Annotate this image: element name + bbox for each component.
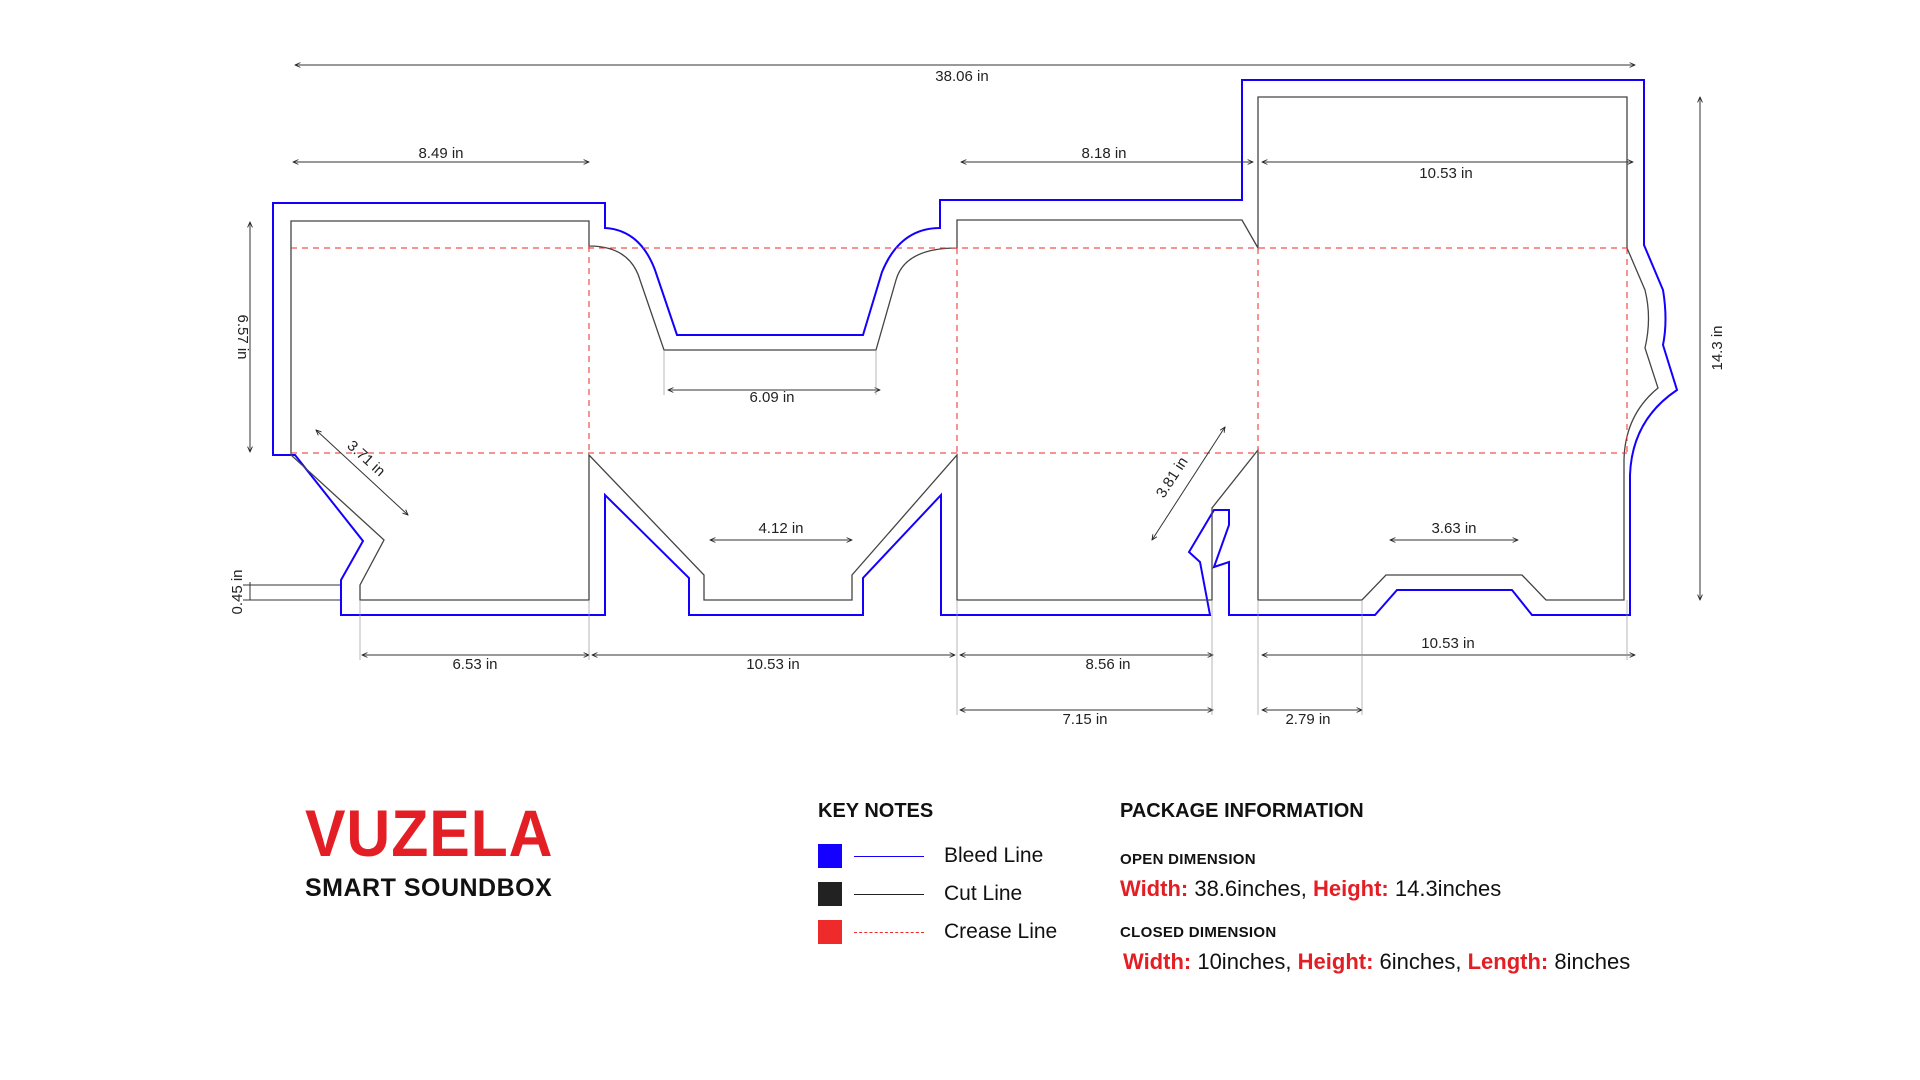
open-dimension-heading: OPEN DIMENSION	[1120, 851, 1256, 868]
open-width-label: Width:	[1120, 876, 1189, 901]
dim-bottom-right: 10.53 in	[1421, 635, 1474, 652]
closed-length-label: Length:	[1467, 949, 1549, 974]
crease-swatch	[818, 920, 842, 944]
dim-total-width: 38.06 in	[935, 68, 988, 85]
key-notes: KEY NOTES Bleed Line Cut Line Crease Lin…	[818, 800, 1057, 951]
dim-bottom-tab-1: 4.12 in	[758, 520, 803, 537]
brand-subtitle: SMART SOUNDBOX	[305, 874, 553, 902]
dim-tab-gap: 0.45 in	[229, 569, 246, 614]
key-note-crease: Crease Line	[818, 913, 1057, 951]
bleed-swatch	[818, 844, 842, 868]
open-sep: ,	[1300, 876, 1313, 901]
bleed-line	[272, 79, 1679, 616]
closed-width-value: 10inches	[1191, 949, 1286, 974]
open-height-value: 14.3inches	[1388, 876, 1502, 901]
extension-lines	[359, 350, 1628, 715]
closed-sep-2: ,	[1455, 949, 1468, 974]
closed-dimension-heading: CLOSED DIMENSION	[1120, 924, 1277, 941]
closed-sep-1: ,	[1285, 949, 1298, 974]
key-notes-title: KEY NOTES	[818, 800, 934, 822]
open-height-label: Height:	[1312, 876, 1389, 901]
bleed-line-label: Bleed Line	[944, 844, 1044, 867]
key-note-bleed: Bleed Line	[818, 837, 1057, 875]
crease-line-label: Crease Line	[944, 920, 1058, 943]
key-note-cut: Cut Line	[818, 875, 1057, 913]
open-width-value: 38.6inches	[1188, 876, 1301, 901]
dim-bottom-left: 6.53 in	[452, 656, 497, 673]
dim-bottom-third-b: 7.15 in	[1062, 711, 1107, 728]
brand-block: VUZELA SMART SOUNDBOX	[305, 800, 575, 903]
dim-bottom-tab-2: 3.63 in	[1431, 520, 1476, 537]
dim-right-flap-diag: 3.81 in	[1153, 454, 1192, 501]
dim-middle-top-width: 8.18 in	[1081, 145, 1126, 162]
cut-line	[290, 96, 1659, 601]
dimension-lines	[243, 65, 1700, 710]
crease-lines	[291, 246, 1628, 454]
dim-left-flap-diag: 3.71 in	[344, 437, 389, 480]
dim-right-top-width: 10.53 in	[1419, 165, 1472, 182]
dim-bottom-mid: 10.53 in	[746, 656, 799, 673]
dim-notch-bottom: 6.09 in	[749, 389, 794, 406]
cut-line-label: Cut Line	[944, 882, 1023, 905]
dim-bottom-right-b: 2.79 in	[1285, 711, 1330, 728]
crease-line-sample	[854, 931, 924, 933]
dim-bottom-third: 8.56 in	[1085, 656, 1130, 673]
closed-width-label: Width:	[1123, 949, 1192, 974]
package-information: PACKAGE INFORMATION OPEN DIMENSION Width…	[1120, 800, 1630, 975]
package-info-title: PACKAGE INFORMATION	[1120, 800, 1364, 822]
cut-swatch	[818, 882, 842, 906]
closed-height-value: 6inches	[1373, 949, 1456, 974]
dim-total-height: 14.3 in	[1709, 325, 1726, 370]
dim-left-panel-height: 6.57 in	[234, 314, 251, 359]
brand-name: VUZELA	[305, 796, 554, 870]
bleed-line-sample	[854, 855, 924, 857]
closed-height-label: Height:	[1297, 949, 1374, 974]
dim-left-panel-width: 8.49 in	[418, 145, 463, 162]
cut-line-sample	[854, 893, 924, 895]
closed-dimension-values: Width: 10inches, Height: 6inches, Length…	[1123, 949, 1630, 975]
closed-length-value: 8inches	[1548, 949, 1631, 974]
open-dimension-values: Width: 38.6inches, Height: 14.3inches	[1120, 876, 1630, 902]
